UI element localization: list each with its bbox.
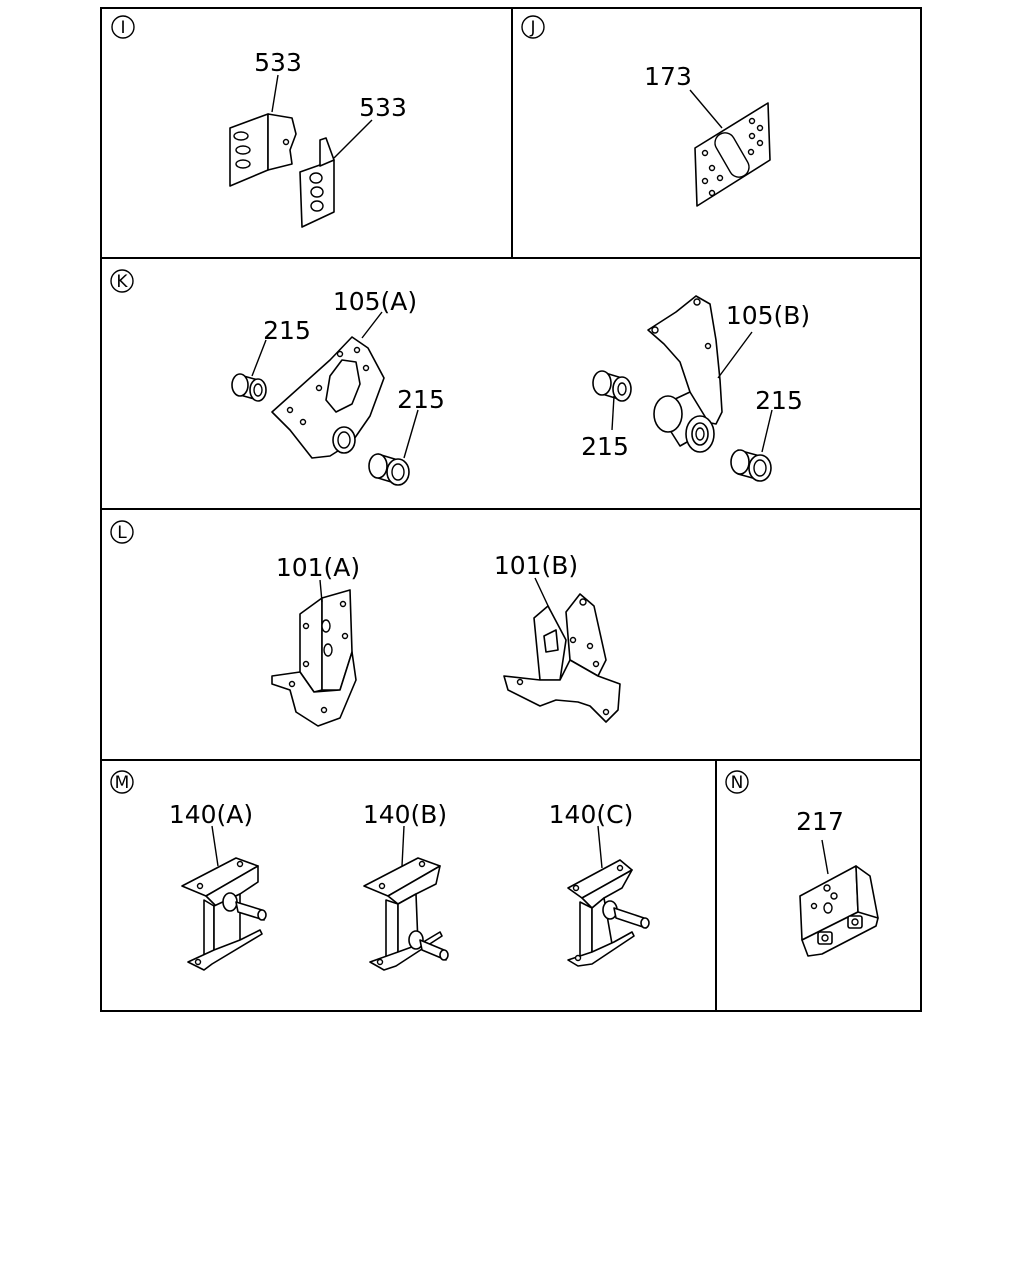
part-label-217: 217 [796, 807, 844, 836]
bushing-215 [368, 453, 410, 486]
leader-line [211, 825, 219, 867]
leader-line [534, 577, 551, 611]
section-marker-n: N [725, 770, 749, 794]
leader-line [689, 89, 723, 129]
part-label-533: 533 [359, 93, 407, 122]
part-label-215: 215 [755, 386, 803, 415]
part-533-bracket-small [299, 137, 335, 228]
part-label-140a: 140(A) [169, 800, 253, 829]
section-marker-i-text: I [120, 18, 125, 38]
part-217-bracket [799, 865, 879, 957]
part-label-140c: 140(C) [549, 800, 634, 829]
leader-line [271, 74, 279, 113]
section-marker-l-text: L [117, 523, 127, 543]
leader-line [717, 331, 753, 379]
part-140b-mount [363, 857, 449, 971]
leader-line [611, 395, 615, 431]
part-105b-arm [647, 295, 723, 453]
part-label-140b: 140(B) [363, 800, 447, 829]
part-101b-bracket [503, 593, 621, 723]
part-140c-mount [567, 859, 650, 967]
part-label-105b: 105(B) [726, 301, 810, 330]
section-marker-j: J [521, 15, 545, 39]
leader-line [361, 311, 383, 339]
part-label-105a: 105(A) [333, 287, 417, 316]
part-140a-mount [181, 857, 267, 971]
part-label-215: 215 [263, 316, 311, 345]
part-label-215: 215 [397, 385, 445, 414]
part-label-101b: 101(B) [494, 551, 578, 580]
leader-line [251, 339, 267, 377]
section-marker-k-text: K [116, 272, 128, 292]
bushing-215 [730, 449, 772, 482]
section-marker-m: M [110, 770, 134, 794]
part-label-101a: 101(A) [276, 553, 360, 582]
part-105a-bracket [271, 336, 385, 459]
leader-line [403, 409, 419, 459]
section-marker-k: K [110, 269, 134, 293]
section-marker-i: I [111, 15, 135, 39]
part-533-bracket-large [229, 113, 297, 187]
bushing-215 [231, 373, 267, 402]
part-label-533: 533 [254, 48, 302, 77]
bushing-215 [332, 426, 356, 454]
leader-line [401, 825, 405, 867]
leader-line [333, 119, 373, 159]
leader-line [597, 825, 603, 869]
bushing-215 [691, 422, 709, 446]
part-label-173: 173 [644, 62, 692, 91]
section-marker-m-text: M [115, 773, 130, 793]
grid-frame [100, 7, 922, 1012]
leader-line [821, 839, 829, 875]
part-101a-bracket [271, 589, 357, 727]
bushing-215 [592, 370, 632, 402]
section-marker-j-text: J [529, 18, 535, 38]
section-marker-n-text: N [731, 773, 744, 793]
part-173-plate [694, 102, 771, 207]
leader-line [761, 409, 773, 453]
leader-line [319, 579, 323, 603]
part-label-215: 215 [581, 432, 629, 461]
section-marker-l: L [110, 520, 134, 544]
